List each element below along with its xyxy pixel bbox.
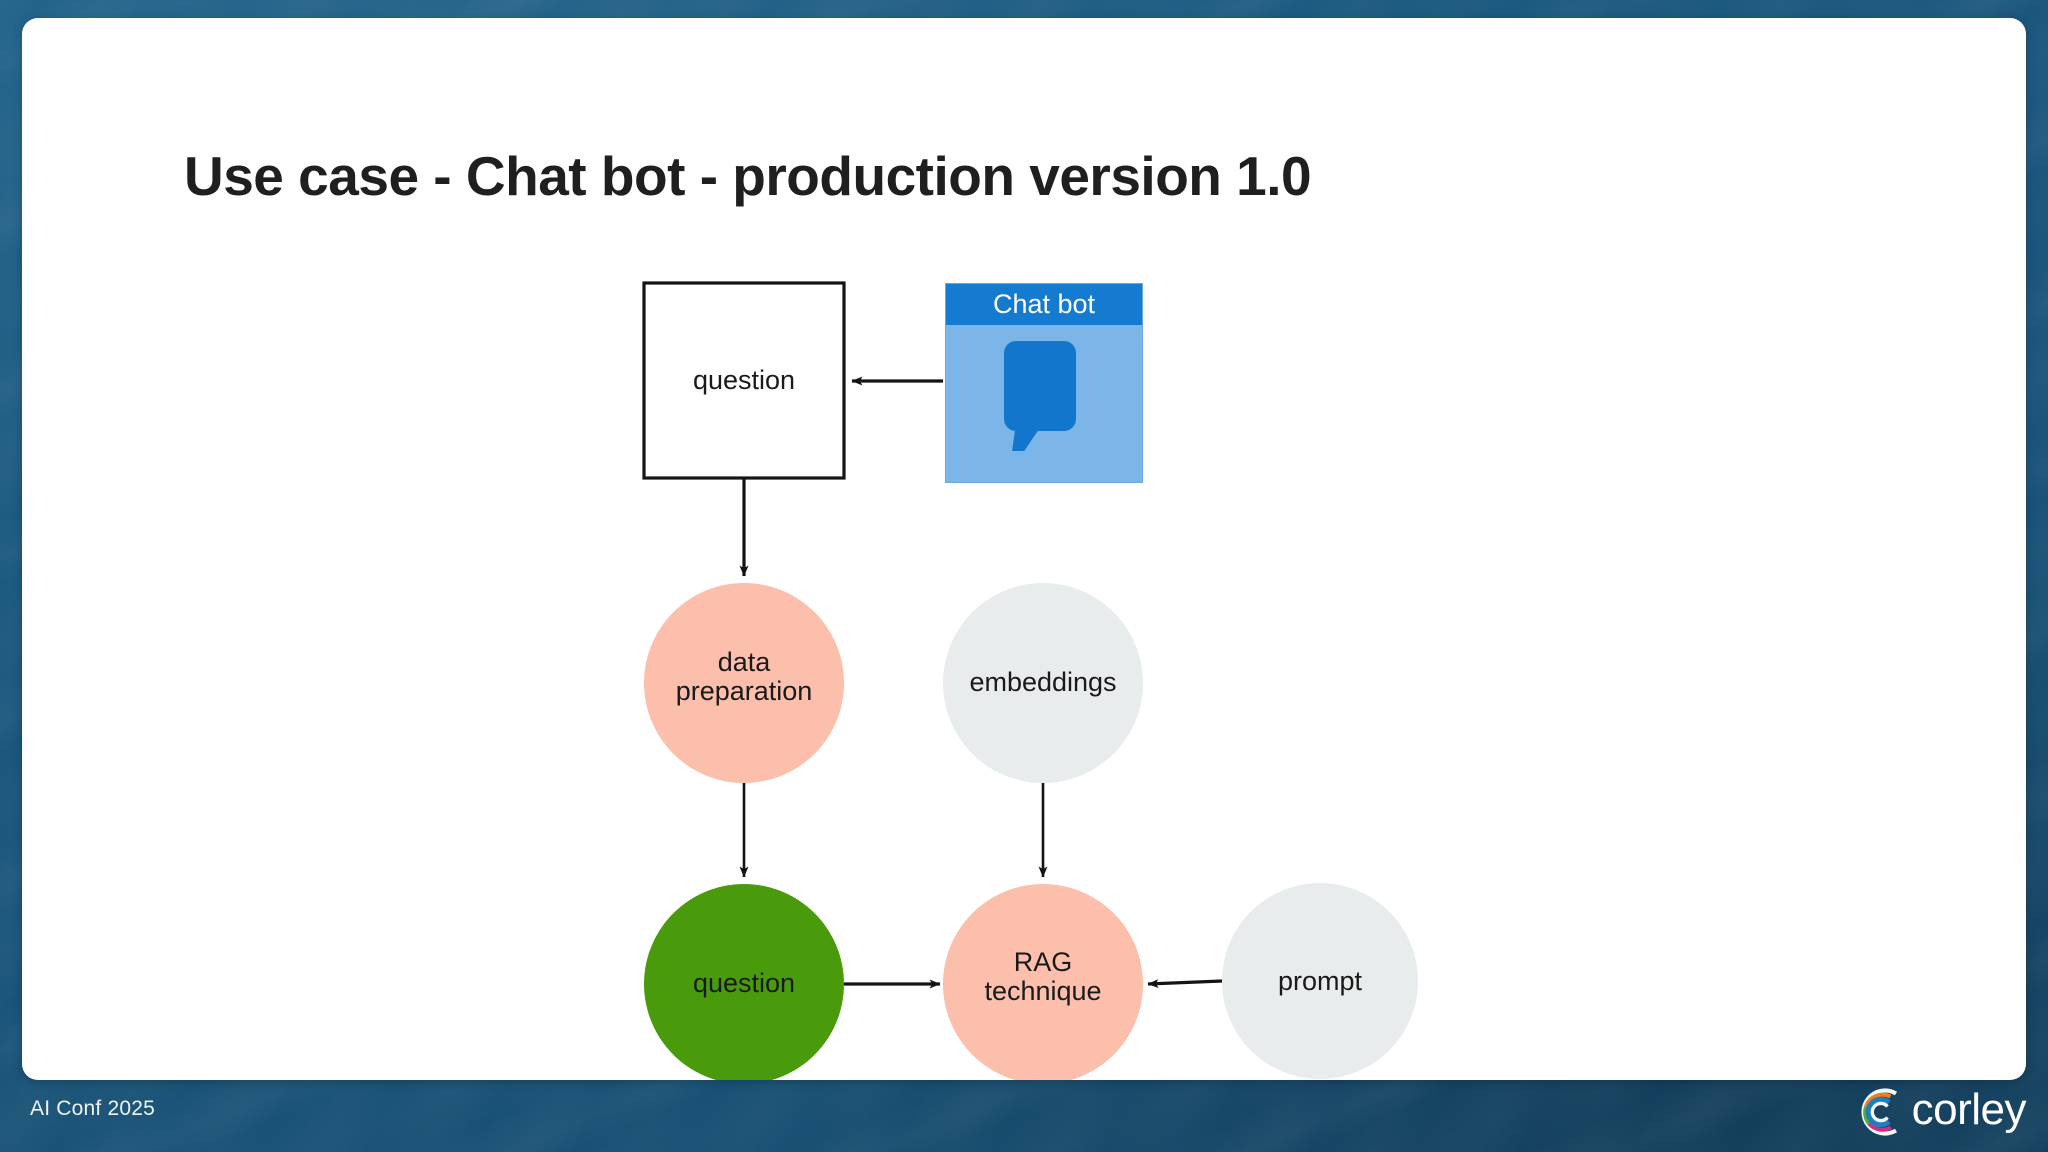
page-title: Use case - Chat bot - production version… <box>184 145 1312 207</box>
flowchart-svg <box>642 281 1418 1080</box>
node-prompt-shape <box>1222 883 1418 1079</box>
node-chatbot-body <box>946 325 1142 484</box>
flowchart-diagram: Chat bot question data preparation embed… <box>22 18 2026 1080</box>
footer-event-label: AI Conf 2025 <box>30 1097 155 1120</box>
node-rag-technique-shape <box>943 884 1143 1080</box>
brand-wordmark: corley <box>1911 1085 2027 1134</box>
edge-prompt-to-rag-technique <box>1147 979 1223 989</box>
node-question-green-shape <box>644 884 844 1080</box>
chat-bubble-icon <box>1004 341 1076 431</box>
corley-c-mark-icon <box>1861 1088 1897 1136</box>
node-chatbot-title: Chat bot <box>946 284 1142 325</box>
node-question-box-shape <box>642 281 846 480</box>
slide-content-panel: Use case - Chat bot - production version… <box>22 18 2026 1080</box>
node-chatbot-card[interactable]: Chat bot <box>945 283 1143 483</box>
brand-logo: corley <box>1856 1085 2027 1138</box>
node-embeddings-shape <box>943 583 1143 783</box>
node-data-preparation-shape <box>644 583 844 783</box>
chat-bubble-tail-icon <box>1012 425 1042 451</box>
